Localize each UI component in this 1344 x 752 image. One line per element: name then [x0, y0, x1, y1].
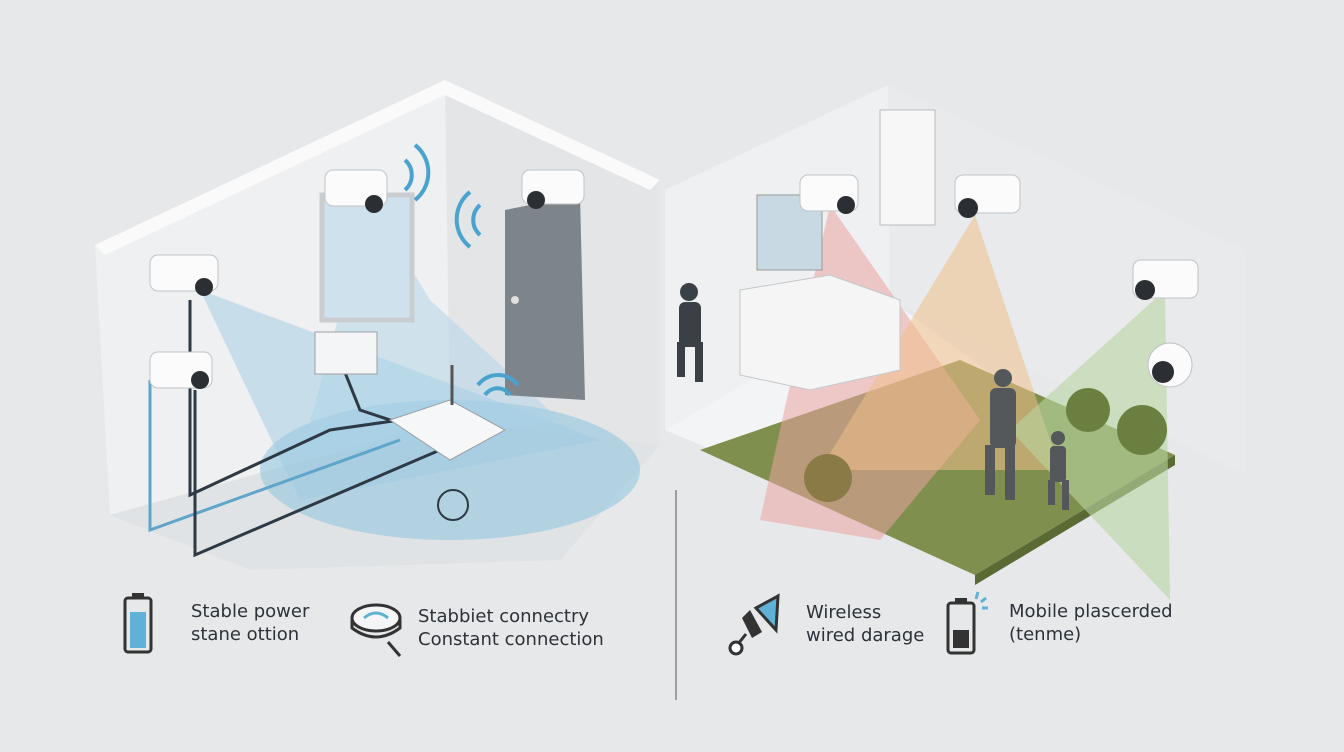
battery-full-icon [123, 593, 153, 654]
camera-right-top [1132, 259, 1199, 300]
legend-line1: Wireless [806, 602, 882, 623]
poe-switch [314, 331, 378, 375]
legend-item-mobile: Mobile plascerded (tenme) [945, 590, 1173, 656]
window [319, 192, 415, 323]
router [388, 399, 507, 461]
person-child [1048, 431, 1069, 510]
person-adult [985, 369, 1016, 500]
wifi-puck-icon [350, 603, 402, 657]
legend-line2: (tenme) [1009, 624, 1082, 645]
legend-line2: stane ottion [191, 624, 300, 645]
kitchen-counter [739, 274, 901, 391]
camera-left-top [149, 254, 219, 296]
legend-line1: Mobile plascerded [1009, 601, 1173, 622]
door [505, 195, 585, 400]
coverage-cone-green [1010, 290, 1170, 600]
wall-portrait [879, 109, 936, 226]
legend-item-connectivity: Stabbiet connectry Constant connection [350, 598, 604, 658]
camera-door [521, 169, 585, 209]
shrub [804, 454, 852, 502]
download-icon [437, 489, 469, 521]
wifi-signal-icon [403, 143, 520, 397]
wireless-brush-icon [728, 593, 780, 656]
legend-line1: Stable power [191, 601, 310, 622]
shrub [1066, 388, 1110, 432]
legend-item-wireless: Wireless wired darage [728, 592, 924, 656]
legend-item-stable-power: Stable power stane ottion [123, 592, 309, 654]
legend-line2: wired darage [806, 625, 925, 646]
camera-kitchen [799, 174, 859, 214]
person-walking [677, 283, 703, 382]
camera-hall [954, 174, 1021, 218]
battery-low-icon [946, 591, 988, 655]
wired-room [95, 80, 660, 570]
camera-dome [1147, 342, 1193, 388]
camera-window [324, 169, 388, 213]
wired-coverage-cone [200, 290, 600, 500]
wireless-room [665, 85, 1245, 600]
left-wall-top [95, 80, 660, 255]
legend-line1: Stabbiet connectry [418, 606, 590, 627]
legend-line2: Constant connection [418, 629, 604, 650]
door-handle-icon [511, 296, 519, 304]
camera-left-bottom [149, 351, 213, 389]
shrub [1117, 405, 1167, 455]
